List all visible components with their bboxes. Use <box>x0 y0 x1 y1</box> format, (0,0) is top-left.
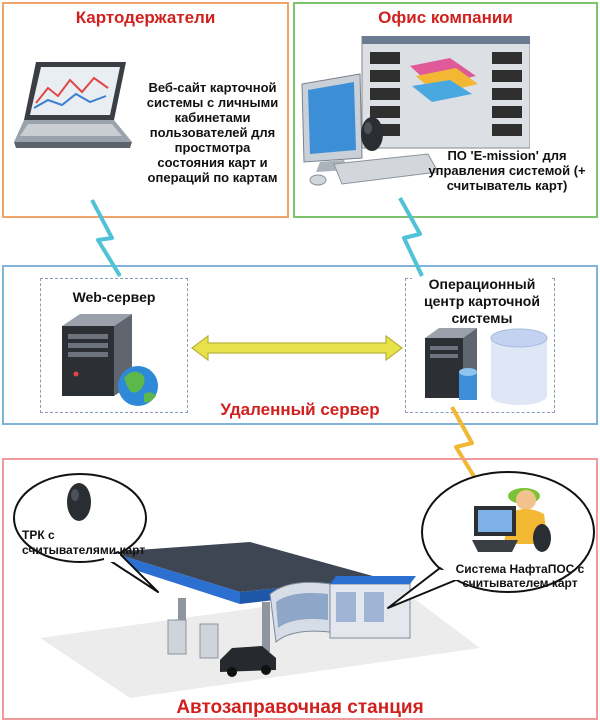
lightning-link-station <box>450 406 480 485</box>
bidirectional-link-arrow <box>191 334 403 362</box>
remote-server-title: Удаленный сервер <box>220 400 380 419</box>
office-description: ПО 'E-mission' для управления системой (… <box>428 148 586 193</box>
remote-server-panel <box>2 265 598 425</box>
cardholders-title: Картодержатели <box>75 8 216 27</box>
office-panel <box>293 2 598 218</box>
cardholders-description: Веб-сайт карточной системы с личными каб… <box>146 80 279 185</box>
lightning-link-cardholders <box>90 199 122 278</box>
gas-station-illustration <box>40 542 480 698</box>
web-server-icon <box>62 314 158 406</box>
laptop-icon <box>14 62 132 148</box>
desktop-computer-icon <box>301 36 530 186</box>
processing-center-label: Операционный центр карточной системы <box>412 276 552 327</box>
database-server-icon <box>425 328 548 405</box>
pump-label: ТРК с считывателями карт <box>22 528 146 557</box>
pos-label: Система НафтаПОС с считывателем карт <box>455 562 585 590</box>
gas-station-title: Автозаправочная станция <box>176 697 424 718</box>
web-server-label: Web-сервер <box>72 289 156 305</box>
lightning-link-office <box>398 197 424 277</box>
pos-terminal-icon <box>472 488 551 552</box>
cardholders-panel <box>2 2 289 218</box>
web-server-box <box>40 278 188 413</box>
office-title: Офис компании <box>378 8 513 27</box>
card-reader-icon <box>67 483 91 521</box>
gas-station-panel <box>2 458 598 720</box>
